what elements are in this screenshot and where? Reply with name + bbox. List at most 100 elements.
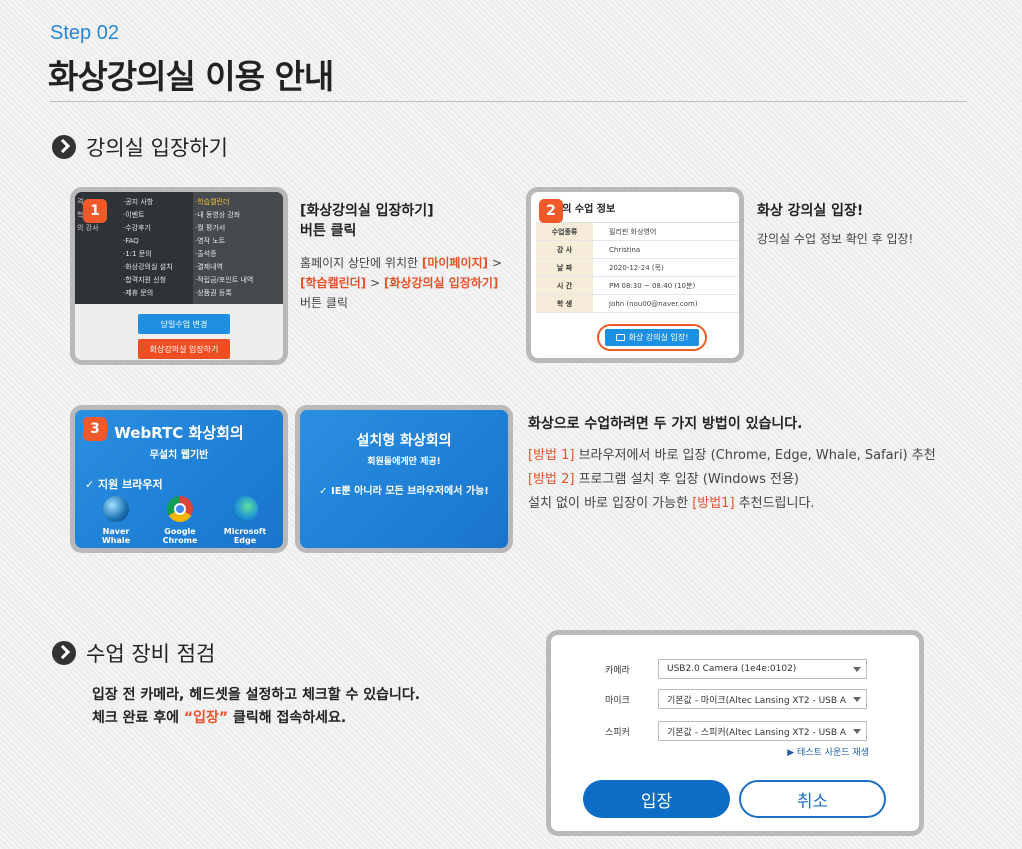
menu-item: ·결제내역 [195, 263, 223, 271]
menu-item: ·이벤트 [123, 211, 145, 219]
desc-text: > [488, 256, 502, 270]
menu-item: ·수강후기 [123, 224, 151, 232]
menu-item: ·1:1 문의 [123, 250, 152, 258]
menu-item: ·적립금/포인트 내역 [195, 276, 254, 284]
enter-btn-label: 화상 강의실 입장! [628, 333, 689, 342]
enter-button[interactable]: 입장 [583, 780, 730, 818]
mic-select[interactable]: 기본값 - 마이크(Altec Lansing XT2 - USB A [658, 689, 867, 709]
mic-value: 기본값 - 마이크(Altec Lansing XT2 - USB A [667, 695, 847, 706]
section-heading-equipment-check: 수업 장비 점검 [52, 638, 215, 668]
menu-item: ·내 동영상 강좌 [195, 211, 241, 219]
menu-item: ·출석증 [195, 250, 217, 258]
chevron-down-icon [853, 729, 861, 734]
row-key: 시 간 [536, 277, 593, 294]
menu-item: ·제휴 문의 [123, 289, 154, 297]
method-text: 프로그램 설치 후 입장 (Windows 전용) [574, 472, 799, 487]
title-divider [50, 101, 967, 102]
change-class-button: 당일수업 변경 [138, 314, 230, 334]
table-row: 시 간 PM 08:30 ~ 08:40 (10분) [536, 277, 739, 295]
browser-name: Microsoft [223, 527, 267, 536]
table-row: 수업종류 필리핀 화상영어 [536, 223, 739, 241]
section-heading-enter-classroom: 강의실 입장하기 [52, 132, 228, 162]
desc-highlight: [화상강의실 입장하기] [383, 276, 499, 290]
camera-value: USB2.0 Camera (1e4e:0102) [667, 664, 797, 674]
install-title: 설치형 화상회의 [356, 433, 452, 449]
step1-title-2: 버튼 클릭 [300, 223, 357, 239]
chevron-down-icon [853, 697, 861, 702]
method-text: 브라우저에서 바로 입장 (Chrome, Edge, Whale, Safar… [574, 448, 936, 463]
method-recommendation: 설치 없이 바로 입장이 가능한 [방법1] 추천드립니다. [528, 492, 1008, 516]
menu-item: ·화상강의실 설치 [123, 263, 173, 271]
menu-edge-item: 학 [77, 211, 84, 219]
desc-highlight: “입장” [183, 710, 229, 726]
menu-item: ·영작 노트 [195, 237, 226, 245]
row-value: 2020-12-24 (목) [609, 263, 664, 272]
enter-classroom-mini-button: 화상 강의실 입장! [605, 329, 699, 346]
equipment-description: 입장 전 카메라, 헤드셋을 설정하고 체크할 수 있습니다. 체크 완료 후에… [92, 684, 420, 730]
row-key: 수업종류 [536, 223, 593, 240]
section-heading-text: 강의실 입장하기 [86, 136, 228, 160]
step1-desc: 홈페이지 상단에 위치한 [마이페이지] > [학습캘린더] > [화상강의실 … [300, 253, 515, 313]
menu-item: ·공지 사항 [123, 198, 154, 206]
menu-panel-right [193, 192, 283, 304]
install-card: 설치형 화상회의 회원들에게만 제공! ✓ IE뿐 아니라 모든 브라우저에서 … [295, 405, 513, 553]
highlight-ring [597, 324, 707, 351]
menu-item: ·월 평가서 [195, 224, 226, 232]
method-tag: [방법 1] [528, 448, 575, 463]
desc-highlight: [학습캘린더] [300, 276, 367, 290]
monitor-icon [615, 334, 625, 341]
desc-text: > [366, 276, 384, 290]
desc-highlight: [마이페이지] [421, 256, 489, 270]
test-sound-link[interactable]: ▶ 테스트 사운드 재생 [787, 748, 869, 758]
menu-item: ·FAQ [123, 237, 139, 245]
step1-title: [화상강의실 입장하기] [300, 203, 434, 219]
row-value: 필리핀 화상영어 [609, 227, 657, 236]
row-value: Christina [609, 245, 641, 254]
table-row: 강 사 Christina [536, 241, 739, 259]
row-key: 강 사 [536, 241, 593, 258]
step2-title: 화상 강의실 입장! [757, 203, 864, 219]
menu-item-calendar: ·학습캘린더 [195, 198, 230, 206]
speaker-value: 기본값 - 스피커(Altec Lansing XT2 - USB A [667, 727, 847, 738]
speaker-label: 스피커 [605, 728, 630, 738]
desc-text: 체크 완료 후에 [92, 710, 184, 726]
browser-name: Naver [102, 527, 130, 536]
menu-item: ·상품권 등록 [195, 289, 232, 297]
cancel-button[interactable]: 취소 [739, 780, 886, 818]
method-1: [방법 1] 브라우저에서 바로 입장 (Chrome, Edge, Whale… [528, 444, 1008, 468]
row-value: PM 08:30 ~ 08:40 (10분) [609, 281, 696, 290]
step2-description: 화상 강의실 입장! 강의실 수업 정보 확인 후 입장! [757, 201, 957, 249]
equipment-desc-line: 체크 완료 후에 “입장” 클릭해 접속하세요. [92, 707, 420, 730]
mic-label: 마이크 [605, 696, 630, 706]
menu-edge-item: 격 [77, 198, 84, 206]
menu-item: ·합격지원 신청 [123, 276, 167, 284]
method-2: [방법 2] 프로그램 설치 후 입장 (Windows 전용) [528, 468, 1008, 492]
method-tag: [방법 2] [528, 472, 575, 487]
step-badge: 2 [539, 199, 563, 223]
browser-name: Google [164, 527, 196, 536]
menu-column-right: ·학습캘린더 ·내 동영상 강좌 ·월 평가서 ·영작 노트 ·출석증 ·결제내… [195, 196, 253, 300]
rec-tag: [방법1] [692, 496, 735, 511]
speaker-select[interactable]: 기본값 - 스피커(Altec Lansing XT2 - USB A [658, 721, 867, 741]
row-value: John (nou00@naver.com) [609, 299, 698, 308]
menu-column-left: ·공지 사항 ·이벤트 ·수강후기 ·FAQ ·1:1 문의 ·화상강의실 설치… [123, 196, 173, 300]
table-row: 날 짜 2020-12-24 (목) [536, 259, 739, 277]
browser-name: Edge [233, 536, 257, 545]
desc-text: 버튼 클릭 [300, 296, 348, 310]
naver-whale-icon [103, 496, 129, 522]
desc-text: 홈페이지 상단에 위치한 [300, 256, 422, 270]
google-chrome-icon [167, 496, 193, 522]
page-title: 화상강의실 이용 안내 [48, 57, 334, 96]
step1-screenshot: 격 학 의 강사 ·공지 사항 ·이벤트 ·수강후기 ·FAQ ·1:1 문의 … [70, 187, 288, 365]
section-heading-text: 수업 장비 점검 [86, 642, 216, 666]
row-key: 날 짜 [536, 259, 593, 276]
camera-select[interactable]: USB2.0 Camera (1e4e:0102) [658, 659, 867, 679]
browser-name: Chrome [162, 536, 198, 545]
arrow-right-circle-icon [52, 641, 76, 665]
install-subtitle: 회원들에게만 제공! [367, 457, 441, 467]
camera-label: 카메라 [605, 666, 630, 676]
